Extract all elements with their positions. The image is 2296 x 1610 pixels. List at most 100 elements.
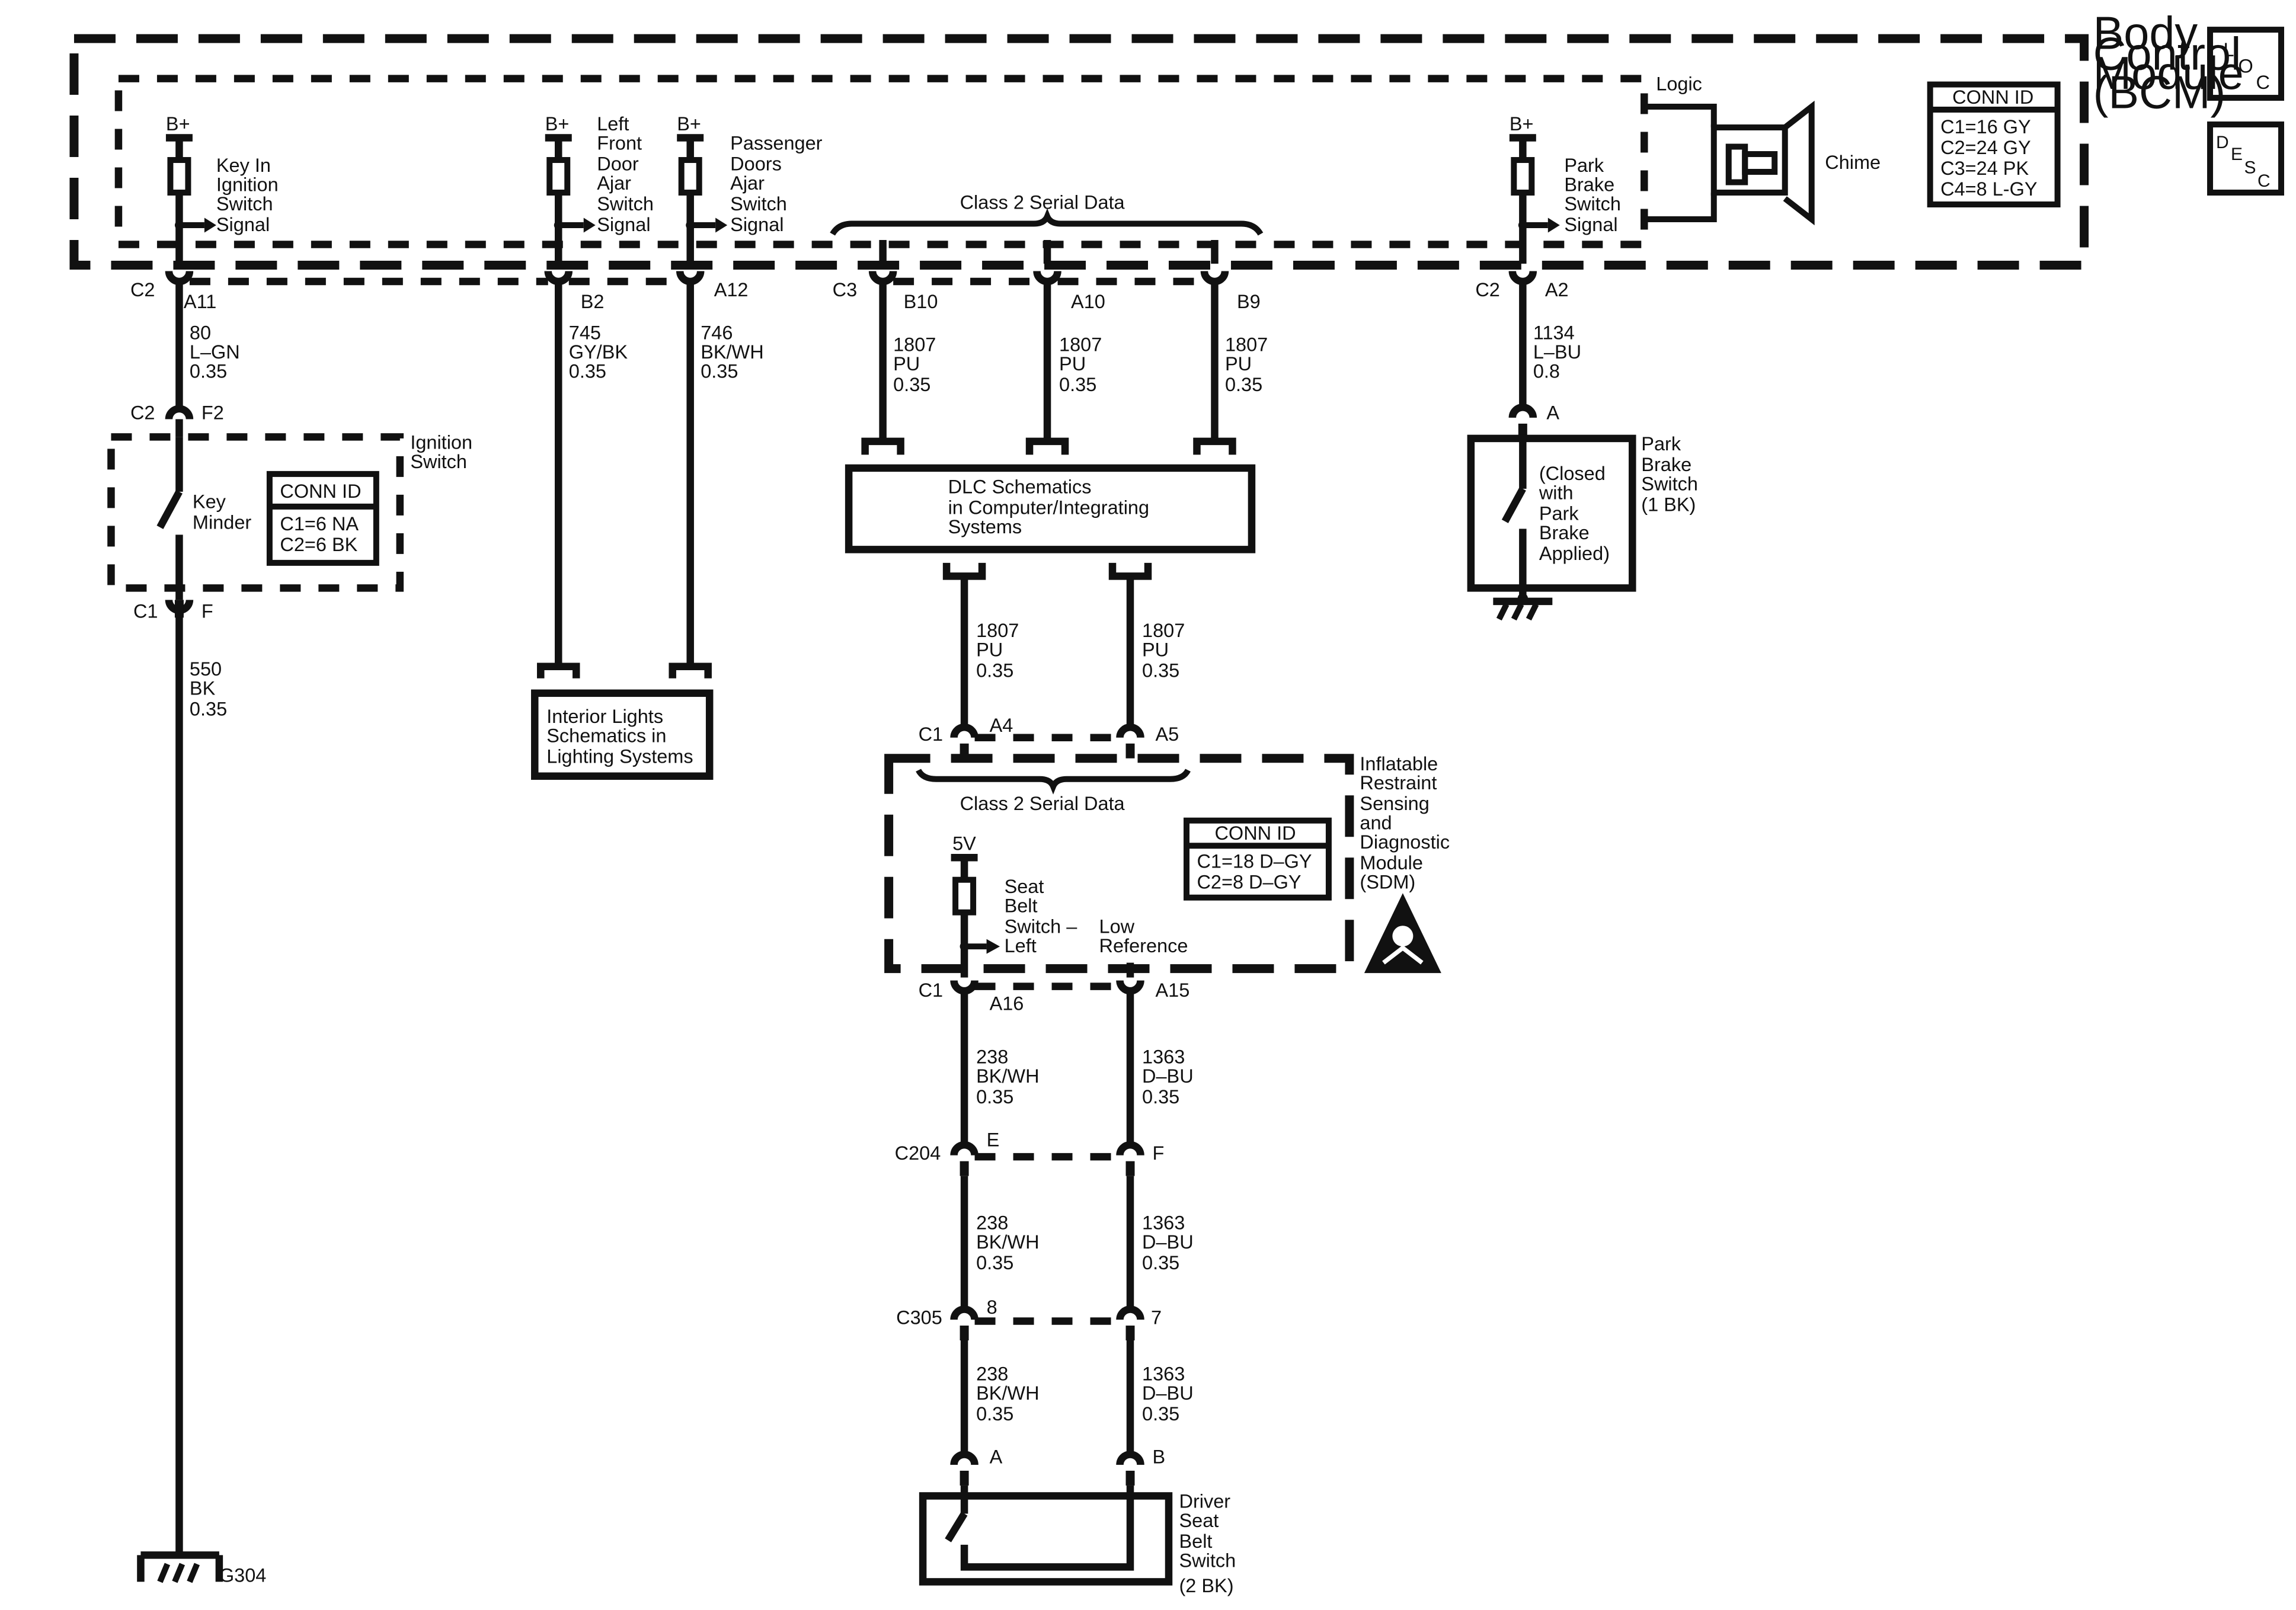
svg-text:0.35: 0.35: [1142, 660, 1179, 681]
svg-text:C1=16 GY: C1=16 GY: [1940, 116, 2031, 137]
pin-e: E: [987, 1129, 1000, 1151]
pin-b10: B10: [904, 291, 938, 312]
pin-f2: F2: [202, 402, 224, 423]
low-reference-label: Low Reference: [1099, 916, 1188, 956]
svg-text:745: 745: [569, 322, 601, 343]
logic-label: Logic: [1656, 73, 1702, 95]
svg-text:1363: 1363: [1142, 1046, 1185, 1068]
svg-text:1807: 1807: [893, 334, 936, 355]
svg-text:Diagnostic: Diagnostic: [1360, 831, 1450, 853]
svg-text:0.35: 0.35: [1142, 1403, 1179, 1425]
interior-lights-box: Interior Lights Schematics in Lighting S…: [531, 689, 714, 780]
svg-text:CONN ID: CONN ID: [1952, 87, 2033, 108]
airbag-warning-icon: [1364, 893, 1441, 974]
passenger-door-circuit: B+ Passenger Doors Ajar Switch Signal: [677, 113, 823, 264]
svg-text:5V: 5V: [952, 833, 976, 854]
svg-text:0.35: 0.35: [1225, 374, 1262, 395]
conn-c3-label: C3: [833, 279, 858, 300]
svg-text:Class 2 Serial Data: Class 2 Serial Data: [960, 793, 1125, 814]
ground-label: G304: [219, 1564, 266, 1586]
svg-text:CONN ID: CONN ID: [1214, 822, 1296, 844]
svg-text:C1=6 NA: C1=6 NA: [280, 513, 359, 534]
pin-a11: A11: [184, 291, 216, 312]
pin-a15: A15: [1155, 980, 1189, 1001]
svg-text:L: L: [2224, 39, 2234, 60]
wire-238-label-3: 238 BK/WH 0.35: [976, 1363, 1039, 1424]
svg-text:Signal: Signal: [597, 214, 650, 235]
svg-text:Switch: Switch: [1179, 1550, 1236, 1571]
svg-text:80: 80: [190, 322, 211, 343]
svg-text:D–BU: D–BU: [1142, 1065, 1194, 1087]
svg-text:Switch: Switch: [410, 451, 467, 472]
svg-text:and: and: [1360, 812, 1392, 834]
svg-text:Interior Lights: Interior Lights: [546, 706, 663, 727]
pin-a-park: A: [1546, 402, 1559, 423]
svg-text:Park: Park: [1539, 502, 1579, 524]
svg-text:PU: PU: [1059, 353, 1086, 375]
pin-8: 8: [987, 1297, 997, 1318]
wire-1363-label-1: 1363 D–BU 0.35: [1142, 1046, 1194, 1108]
left-door-circuit: B+ Left Front Door Ajar Switch Signal: [545, 113, 654, 264]
park-brake-title: Park Brake Switch (1 BK): [1641, 433, 1698, 515]
svg-text:Doors: Doors: [730, 153, 782, 175]
svg-text:PU: PU: [976, 639, 1003, 660]
svg-text:Driver: Driver: [1179, 1490, 1230, 1512]
svg-text:in Computer/Integrating: in Computer/Integrating: [948, 497, 1149, 518]
svg-text:Switch: Switch: [216, 193, 273, 215]
svg-text:Front: Front: [597, 133, 642, 154]
wire-80-label: 80 L–GN 0.35: [190, 322, 240, 382]
driver-seat-belt-switch: [919, 1485, 1173, 1586]
driver-seat-belt-label: Driver Seat Belt Switch (2 BK): [1179, 1490, 1236, 1596]
svg-text:Park: Park: [1564, 155, 1604, 176]
key-minder-switch: Key Minder: [156, 437, 251, 588]
svg-text:Applied): Applied): [1539, 543, 1610, 564]
svg-text:Switch –: Switch –: [1005, 916, 1078, 937]
conn-c1-sdm-top: C1: [919, 724, 944, 745]
svg-text:BK/WH: BK/WH: [976, 1065, 1039, 1087]
conn-c1-ign: C1: [133, 600, 158, 622]
svg-text:0.35: 0.35: [1059, 374, 1096, 395]
pin-a2: A2: [1545, 279, 1569, 300]
svg-text:Seat: Seat: [1179, 1510, 1219, 1531]
svg-text:0.35: 0.35: [976, 1403, 1013, 1425]
svg-text:Reference: Reference: [1099, 935, 1188, 956]
svg-text:0.35: 0.35: [190, 360, 227, 382]
ignition-switch-title: Ignition Switch: [410, 431, 472, 472]
pin-7: 7: [1151, 1307, 1162, 1329]
svg-text:1134: 1134: [1533, 322, 1575, 343]
svg-text:Brake: Brake: [1641, 454, 1691, 475]
conn-c1-sdm-bot: C1: [919, 980, 944, 1001]
pin-a4: A4: [990, 715, 1013, 736]
svg-text:B+: B+: [545, 113, 570, 135]
svg-text:BK/WH: BK/WH: [976, 1382, 1039, 1404]
svg-text:with: with: [1539, 482, 1574, 503]
svg-text:550: 550: [190, 658, 222, 680]
svg-text:0.35: 0.35: [1142, 1252, 1179, 1273]
svg-text:C3=24 PK: C3=24 PK: [1940, 158, 2029, 179]
svg-text:B+: B+: [166, 113, 190, 135]
svg-text:Systems: Systems: [948, 516, 1022, 537]
svg-text:(BCM): (BCM): [2093, 68, 2226, 119]
conn-c305: C305: [896, 1307, 942, 1329]
ignition-switch-outline: [107, 433, 404, 592]
class2-brace: Class 2 Serial Data: [830, 192, 1264, 264]
svg-text:Signal: Signal: [730, 214, 784, 235]
svg-text:E: E: [2231, 145, 2243, 164]
svg-text:Ajar: Ajar: [730, 172, 765, 194]
svg-text:(SDM): (SDM): [1360, 872, 1415, 893]
svg-text:L–GN: L–GN: [190, 341, 240, 363]
svg-text:BK/WH: BK/WH: [701, 341, 763, 363]
svg-text:Body: Body: [2093, 8, 2198, 59]
svg-text:C4=8 L-GY: C4=8 L-GY: [1940, 178, 2037, 200]
svg-text:S: S: [2244, 158, 2256, 178]
svg-text:Module: Module: [2093, 48, 2244, 99]
conn-c2b-label: C2: [1475, 279, 1500, 300]
desc-icon[interactable]: D E S C: [2207, 121, 2285, 196]
loc-icon[interactable]: L O C: [2207, 27, 2285, 101]
svg-text:B+: B+: [1510, 113, 1534, 135]
conn-c204: C204: [895, 1142, 941, 1164]
svg-text:C2=24 GY: C2=24 GY: [1940, 137, 2031, 158]
conn-c2-label: C2: [130, 279, 155, 300]
pin-b9: B9: [1237, 291, 1261, 312]
wire-1807-label-2: 1807 PU 0.35: [1059, 334, 1102, 395]
